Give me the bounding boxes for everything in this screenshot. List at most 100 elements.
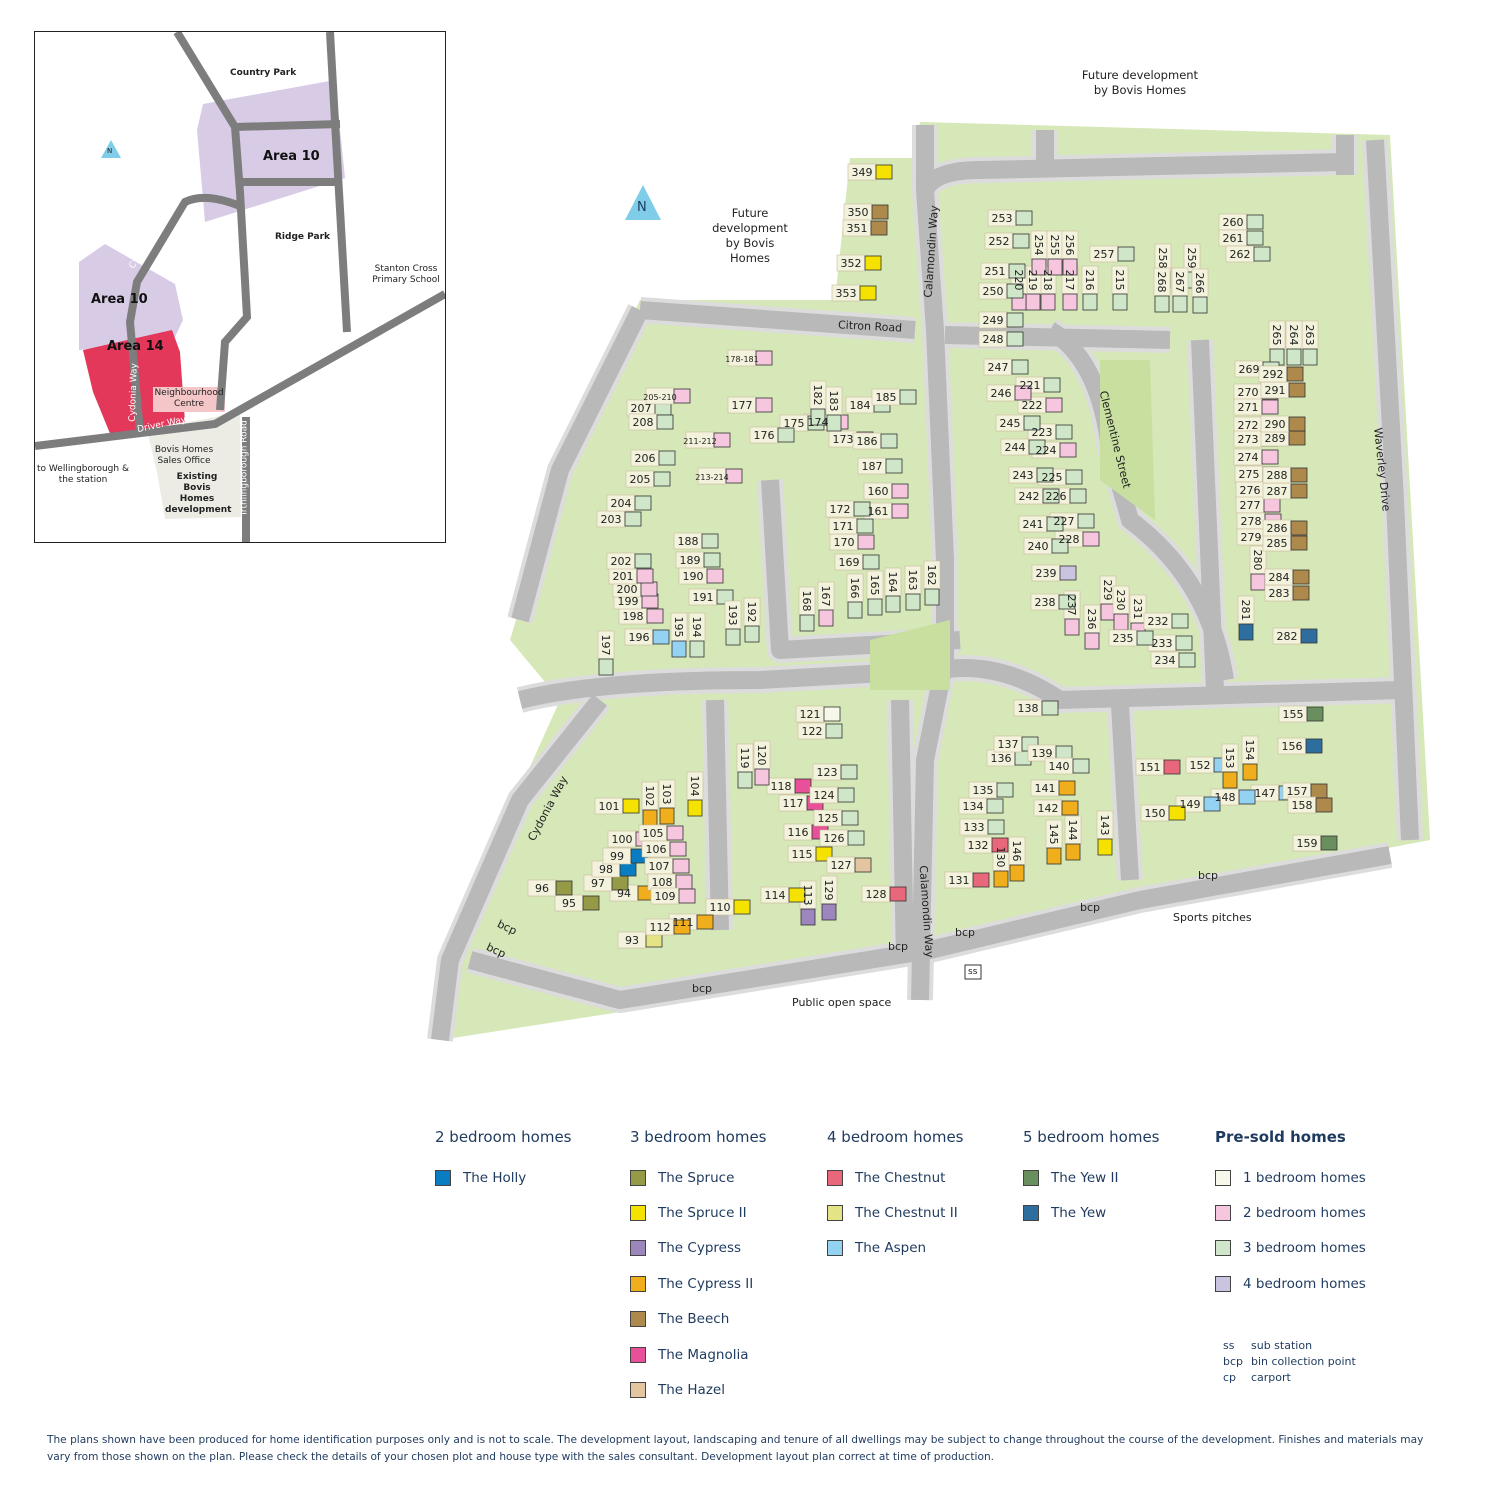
plot-93[interactable] (617, 931, 663, 949)
plot-97[interactable] (583, 874, 629, 892)
plot-265[interactable] (1268, 320, 1286, 366)
plot-281[interactable] (1237, 595, 1255, 641)
plot-238[interactable] (1030, 593, 1076, 611)
plot-248[interactable] (978, 330, 1024, 348)
plot-260[interactable] (1218, 213, 1264, 231)
plot-153[interactable] (1221, 743, 1239, 789)
plot-274[interactable] (1233, 448, 1279, 466)
plot-105[interactable] (638, 824, 684, 842)
plot-244[interactable] (1000, 438, 1046, 456)
plot-138[interactable] (1013, 699, 1059, 717)
plot-192[interactable] (743, 597, 761, 643)
plot-187[interactable] (857, 457, 903, 475)
plot-135[interactable] (968, 781, 1014, 799)
plot-123[interactable] (812, 763, 858, 781)
plot-247[interactable] (983, 358, 1029, 376)
plot-169[interactable] (834, 553, 880, 571)
plot-131[interactable] (944, 871, 990, 889)
plot-185[interactable] (871, 388, 917, 406)
plot-203[interactable] (596, 510, 642, 528)
plot-264[interactable] (1285, 320, 1303, 366)
plot-112[interactable] (645, 918, 691, 936)
plot-107[interactable] (644, 857, 690, 875)
plot-249[interactable] (978, 311, 1024, 329)
plot-262[interactable] (1225, 245, 1271, 263)
plot-208[interactable] (628, 413, 674, 431)
plot-193[interactable] (724, 600, 742, 646)
plot-232[interactable] (1143, 612, 1189, 630)
plot-229[interactable] (1099, 575, 1117, 621)
plot-167[interactable] (817, 581, 835, 627)
plot-95[interactable] (554, 894, 600, 912)
plot-197[interactable] (597, 630, 615, 676)
plot-120[interactable] (753, 740, 771, 786)
plot-146[interactable] (1008, 836, 1026, 882)
plot-172[interactable] (825, 500, 871, 518)
plot-178-181[interactable] (727, 349, 773, 367)
plot-252[interactable] (984, 232, 1030, 250)
plot-291[interactable] (1260, 381, 1306, 399)
plot-255[interactable] (1046, 230, 1064, 276)
plot-156[interactable] (1277, 737, 1323, 755)
plot-205-210[interactable] (645, 387, 691, 405)
plot-271[interactable] (1233, 398, 1279, 416)
plot-219[interactable] (1024, 265, 1042, 311)
plot-137[interactable] (993, 735, 1039, 753)
plot-162[interactable] (923, 560, 941, 606)
plot-253[interactable] (987, 209, 1033, 227)
plot-266[interactable] (1191, 268, 1209, 314)
plot-165[interactable] (866, 570, 884, 616)
plot-103[interactable] (658, 779, 676, 825)
plot-353[interactable] (831, 284, 877, 302)
plot-246[interactable] (986, 384, 1032, 402)
plot-101[interactable] (594, 797, 640, 815)
plot-222[interactable] (1017, 396, 1063, 414)
plot-256[interactable] (1061, 230, 1079, 276)
plot-133[interactable] (959, 818, 1005, 836)
plot-168[interactable] (798, 586, 816, 632)
plot-159[interactable] (1292, 834, 1338, 852)
plot-127[interactable] (826, 856, 872, 874)
plot-106[interactable] (641, 840, 687, 858)
plot-205[interactable] (625, 470, 671, 488)
plot-282[interactable] (1272, 627, 1318, 645)
plot-122[interactable] (797, 722, 843, 740)
plot-268[interactable] (1153, 267, 1171, 313)
plot-285[interactable] (1262, 534, 1308, 552)
plot-206[interactable] (630, 449, 676, 467)
plot-176[interactable] (749, 426, 795, 444)
plot-284[interactable] (1264, 568, 1310, 586)
plot-161[interactable] (863, 502, 909, 520)
plot-191[interactable] (688, 588, 734, 606)
plot-196[interactable] (624, 628, 670, 646)
plot-198[interactable] (618, 607, 664, 625)
plot-267[interactable] (1171, 267, 1189, 313)
plot-190[interactable] (678, 567, 724, 585)
plot-129[interactable] (820, 875, 838, 921)
plot-102[interactable] (641, 781, 659, 827)
plot-110[interactable] (705, 898, 751, 916)
plot-166[interactable] (846, 573, 864, 619)
plot-286[interactable] (1262, 519, 1308, 537)
plot-109[interactable] (650, 887, 696, 905)
plot-349[interactable] (847, 163, 893, 181)
plot-251[interactable] (980, 262, 1026, 280)
plot-144[interactable] (1064, 815, 1082, 861)
plot-154[interactable] (1241, 735, 1259, 781)
plot-126[interactable] (819, 829, 865, 847)
plot-163[interactable] (904, 565, 922, 611)
plot-280[interactable] (1249, 545, 1267, 591)
plot-160[interactable] (863, 482, 909, 500)
plot-350[interactable] (843, 203, 889, 221)
plot-134[interactable] (958, 797, 1004, 815)
plot-136[interactable] (986, 749, 1032, 767)
plot-250[interactable] (978, 282, 1024, 300)
plot-132[interactable] (963, 836, 1009, 854)
plot-119[interactable] (736, 743, 754, 789)
plot-287[interactable] (1262, 482, 1308, 500)
plot-186[interactable] (852, 432, 898, 450)
plot-200[interactable] (612, 580, 658, 598)
plot-352[interactable] (836, 254, 882, 272)
plot-202[interactable] (606, 552, 652, 570)
plot-234[interactable] (1150, 651, 1196, 669)
